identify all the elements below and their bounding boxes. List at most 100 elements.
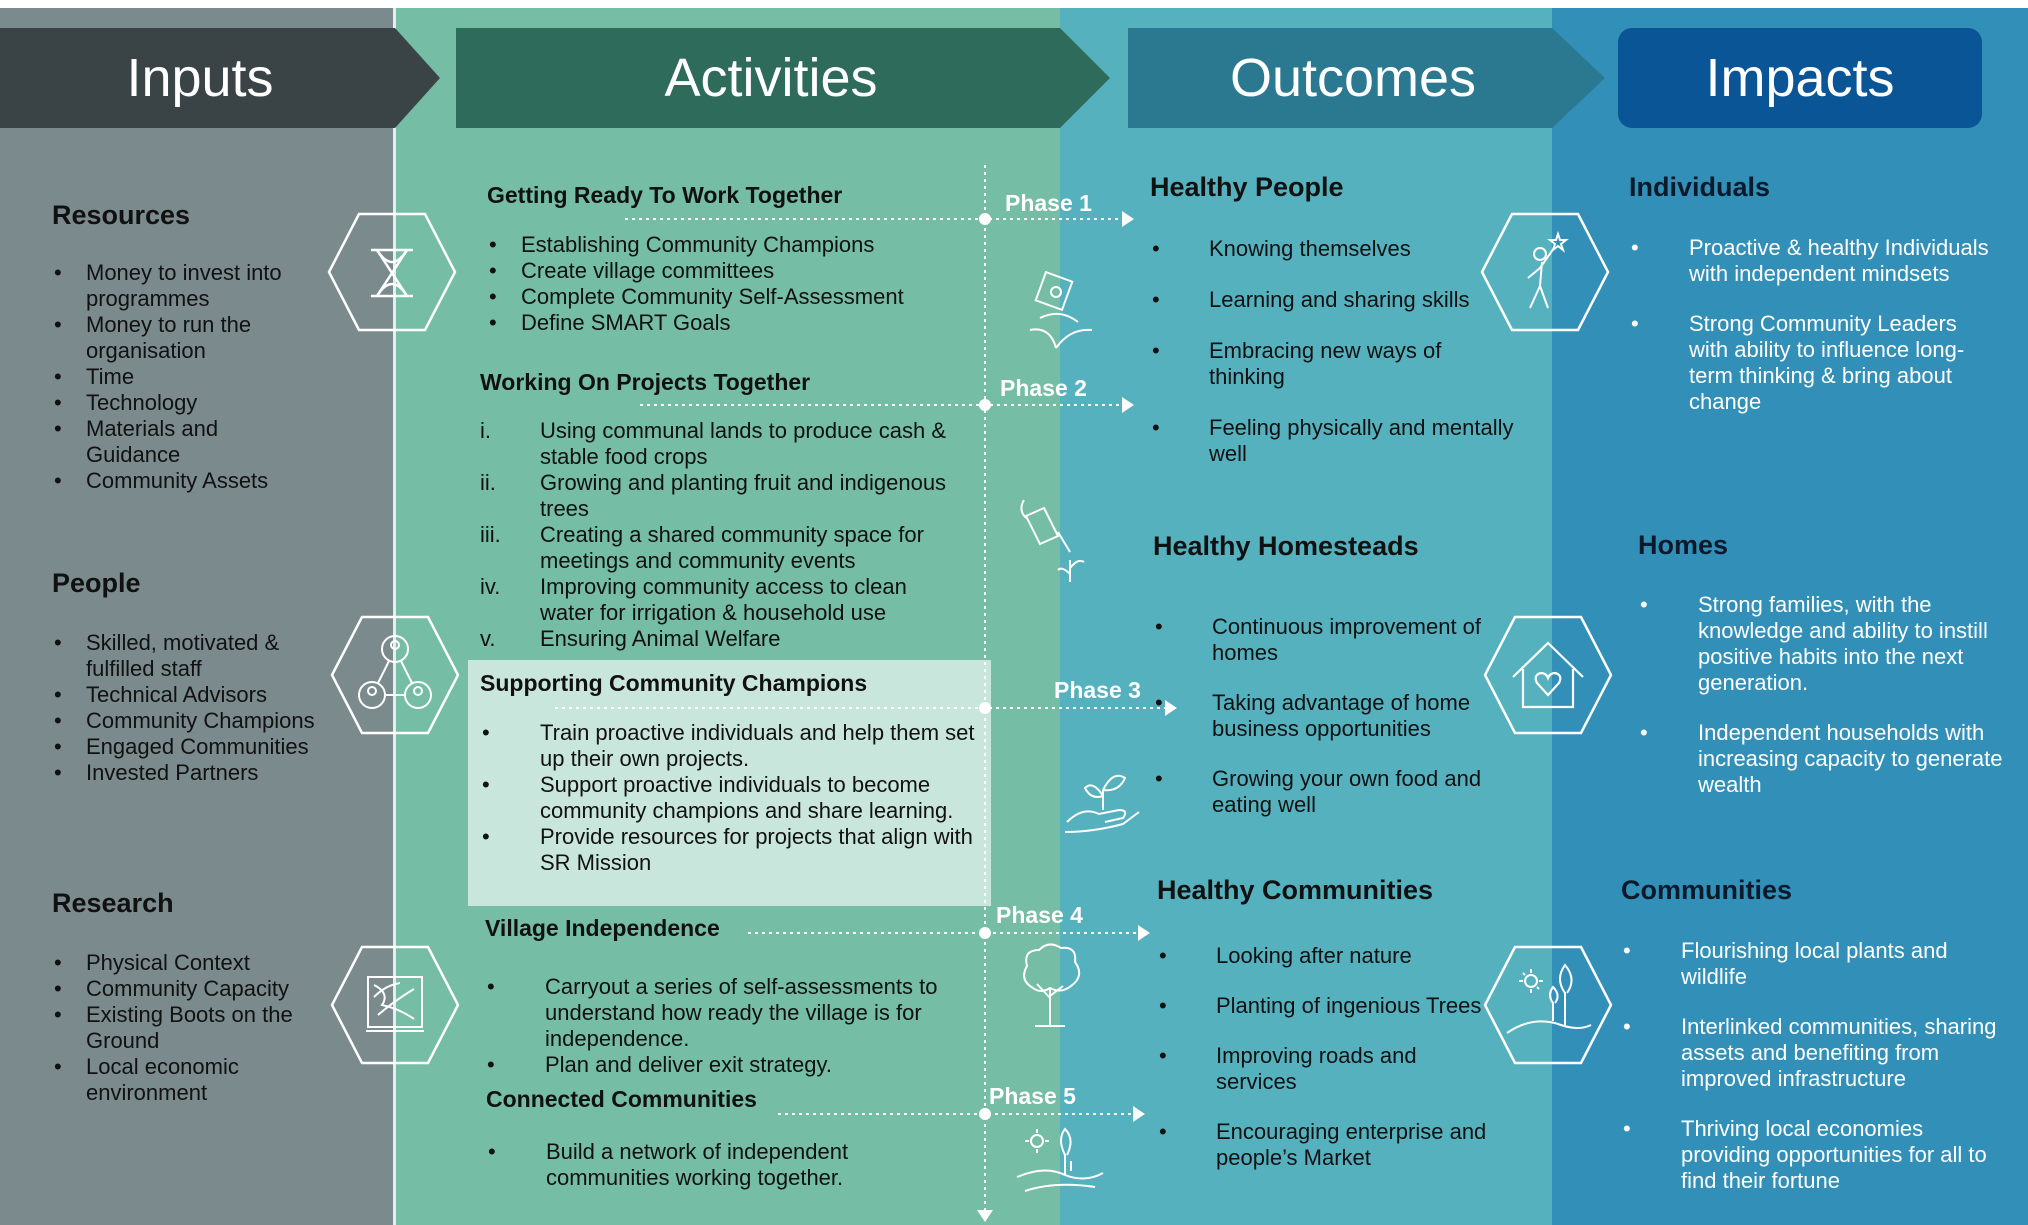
list-item: Growing your own food and eating well: [1153, 766, 1503, 818]
list-item: Strong Community Leaders with ability to…: [1629, 311, 1999, 415]
village-independence-title: Village Independence: [485, 915, 720, 941]
list-item: Carryout a series of self-assessments to…: [485, 974, 965, 1052]
list-item: Feeling physically and mentally well: [1150, 415, 1520, 467]
list-item: v.Ensuring Animal Welfare: [480, 626, 781, 651]
people-list: Skilled, motivated & fulfilled staff Tec…: [52, 630, 352, 786]
phase-2-label: Phase 2: [1000, 375, 1087, 401]
list-item: Provide resources for projects that alig…: [480, 824, 980, 876]
people-title: People: [52, 568, 141, 598]
list-item: Knowing themselves: [1150, 236, 1520, 262]
phase-5-label: Phase 5: [989, 1083, 1076, 1109]
landscape-icon: [1016, 1127, 1104, 1192]
seed-packet-icon: [1029, 270, 1093, 349]
working-projects-list: i.Using communal lands to produce cash &…: [480, 418, 950, 652]
list-item: Learning and sharing skills: [1150, 287, 1520, 313]
supporting-champions-title: Supporting Community Champions: [480, 670, 868, 696]
outcomes-arrow: [1128, 28, 1605, 128]
outcomes-header: Outcomes: [1229, 48, 1477, 108]
list-item: Technical Advisors: [52, 682, 352, 708]
communities-list: Flourishing local plants and wildlife In…: [1621, 938, 2001, 1194]
list-item: Invested Partners: [52, 760, 352, 786]
list-item: Community Assets: [52, 468, 312, 494]
landscape-trees-icon: [1483, 945, 1613, 1065]
list-item: Interlinked communities, sharing assets …: [1621, 1014, 2001, 1092]
healthy-homesteads-title: Healthy Homesteads: [1153, 531, 1419, 561]
list-item: Physical Context: [52, 950, 322, 976]
list-item: Proactive & healthy Individuals with ind…: [1629, 235, 1999, 287]
healthy-homesteads-list: Continuous improvement of homes Taking a…: [1153, 614, 1503, 818]
watering-can-icon: [1020, 499, 1085, 582]
list-item: i.Using communal lands to produce cash &…: [480, 418, 946, 469]
list-item: Create village committees: [487, 258, 967, 284]
list-item: Embracing new ways of thinking: [1150, 338, 1520, 390]
list-item: Skilled, motivated & fulfilled staff: [52, 630, 352, 682]
list-item: Support proactive individuals to become …: [480, 772, 980, 824]
hand-plant-icon: [1064, 774, 1140, 833]
list-item: Complete Community Self-Assessment: [487, 284, 967, 310]
house-heart-icon: [1483, 615, 1613, 735]
list-item: Taking advantage of home business opport…: [1153, 690, 1503, 742]
list-item: Technology: [52, 390, 312, 416]
individuals-list: Proactive & healthy Individuals with ind…: [1629, 235, 1999, 415]
list-item: Money to invest into programmes: [52, 260, 312, 312]
list-item: Flourishing local plants and wildlife: [1621, 938, 2001, 990]
list-item: Encouraging enterprise and people’s Mark…: [1157, 1119, 1497, 1171]
research-title: Research: [52, 888, 174, 918]
list-item: Planting of ingenious Trees: [1157, 993, 1497, 1019]
inputs-header: Inputs: [126, 48, 274, 108]
list-item: Existing Boots on the Ground: [52, 1002, 322, 1054]
homes-title: Homes: [1638, 530, 1729, 560]
list-item: Engaged Communities: [52, 734, 352, 760]
phase-3-label: Phase 3: [1054, 677, 1141, 703]
list-item: iv.Improving community access to clean w…: [480, 574, 907, 625]
connected-communities-title: Connected Communities: [486, 1086, 757, 1112]
phase-1-label: Phase 1: [1005, 190, 1092, 216]
list-item: Independent households with increasing c…: [1638, 720, 2008, 798]
list-item: Establishing Community Champions: [487, 232, 967, 258]
activities-arrow: [456, 28, 1110, 128]
list-item: ii.Growing and planting fruit and indige…: [480, 470, 947, 521]
homes-list: Strong families, with the knowledge and …: [1638, 592, 2008, 798]
list-item: Improving roads and services: [1157, 1043, 1497, 1095]
list-item: Time: [52, 364, 312, 390]
hourglass-icon: [327, 212, 457, 332]
list-item: Strong families, with the knowledge and …: [1638, 592, 2008, 696]
connected-communities-list: Build a network of independent communiti…: [486, 1139, 926, 1191]
impacts-header-bg: [1618, 28, 1982, 128]
village-independence-list: Carryout a series of self-assessments to…: [485, 974, 965, 1078]
list-item: Define SMART Goals: [487, 310, 967, 336]
activities-header: Activities: [664, 48, 878, 108]
list-item: Continuous improvement of homes: [1153, 614, 1503, 666]
list-item: Materials and Guidance: [52, 416, 312, 468]
network-people-icon: [330, 615, 460, 735]
resources-list: Money to invest into programmes Money to…: [52, 260, 312, 494]
impacts-header: Impacts: [1705, 48, 1895, 108]
list-item: Train proactive individuals and help the…: [480, 720, 980, 772]
healthy-people-title: Healthy People: [1150, 172, 1344, 202]
inputs-arrow: [0, 28, 440, 128]
supporting-champions-list: Train proactive individuals and help the…: [480, 720, 980, 876]
person-reaching-star-icon: [1480, 212, 1610, 332]
phase-4-label: Phase 4: [996, 902, 1083, 928]
research-list: Physical Context Community Capacity Exis…: [52, 950, 322, 1106]
list-item: Thriving local economies providing oppor…: [1621, 1116, 2001, 1194]
working-projects-title: Working On Projects Together: [480, 369, 811, 395]
resources-title: Resources: [52, 200, 191, 230]
list-item: Plan and deliver exit strategy.: [485, 1052, 965, 1078]
tree-icon: [1023, 943, 1081, 1027]
list-item: Community Capacity: [52, 976, 322, 1002]
communities-title: Communities: [1621, 875, 1793, 905]
list-item: Community Champions: [52, 708, 352, 734]
list-item: Money to run the organisation: [52, 312, 312, 364]
healthy-communities-list: Looking after nature Planting of ingenio…: [1157, 943, 1497, 1171]
getting-ready-title: Getting Ready To Work Together: [487, 182, 843, 208]
list-item: Build a network of independent communiti…: [486, 1139, 926, 1191]
list-item: Local economic environment: [52, 1054, 322, 1106]
map-icon: [330, 945, 460, 1065]
list-item: iii.Creating a shared community space fo…: [480, 522, 924, 573]
getting-ready-list: Establishing Community Champions Create …: [487, 232, 967, 336]
individuals-title: Individuals: [1629, 172, 1771, 202]
healthy-people-list: Knowing themselves Learning and sharing …: [1150, 236, 1520, 467]
healthy-communities-title: Healthy Communities: [1157, 875, 1434, 905]
list-item: Looking after nature: [1157, 943, 1497, 969]
